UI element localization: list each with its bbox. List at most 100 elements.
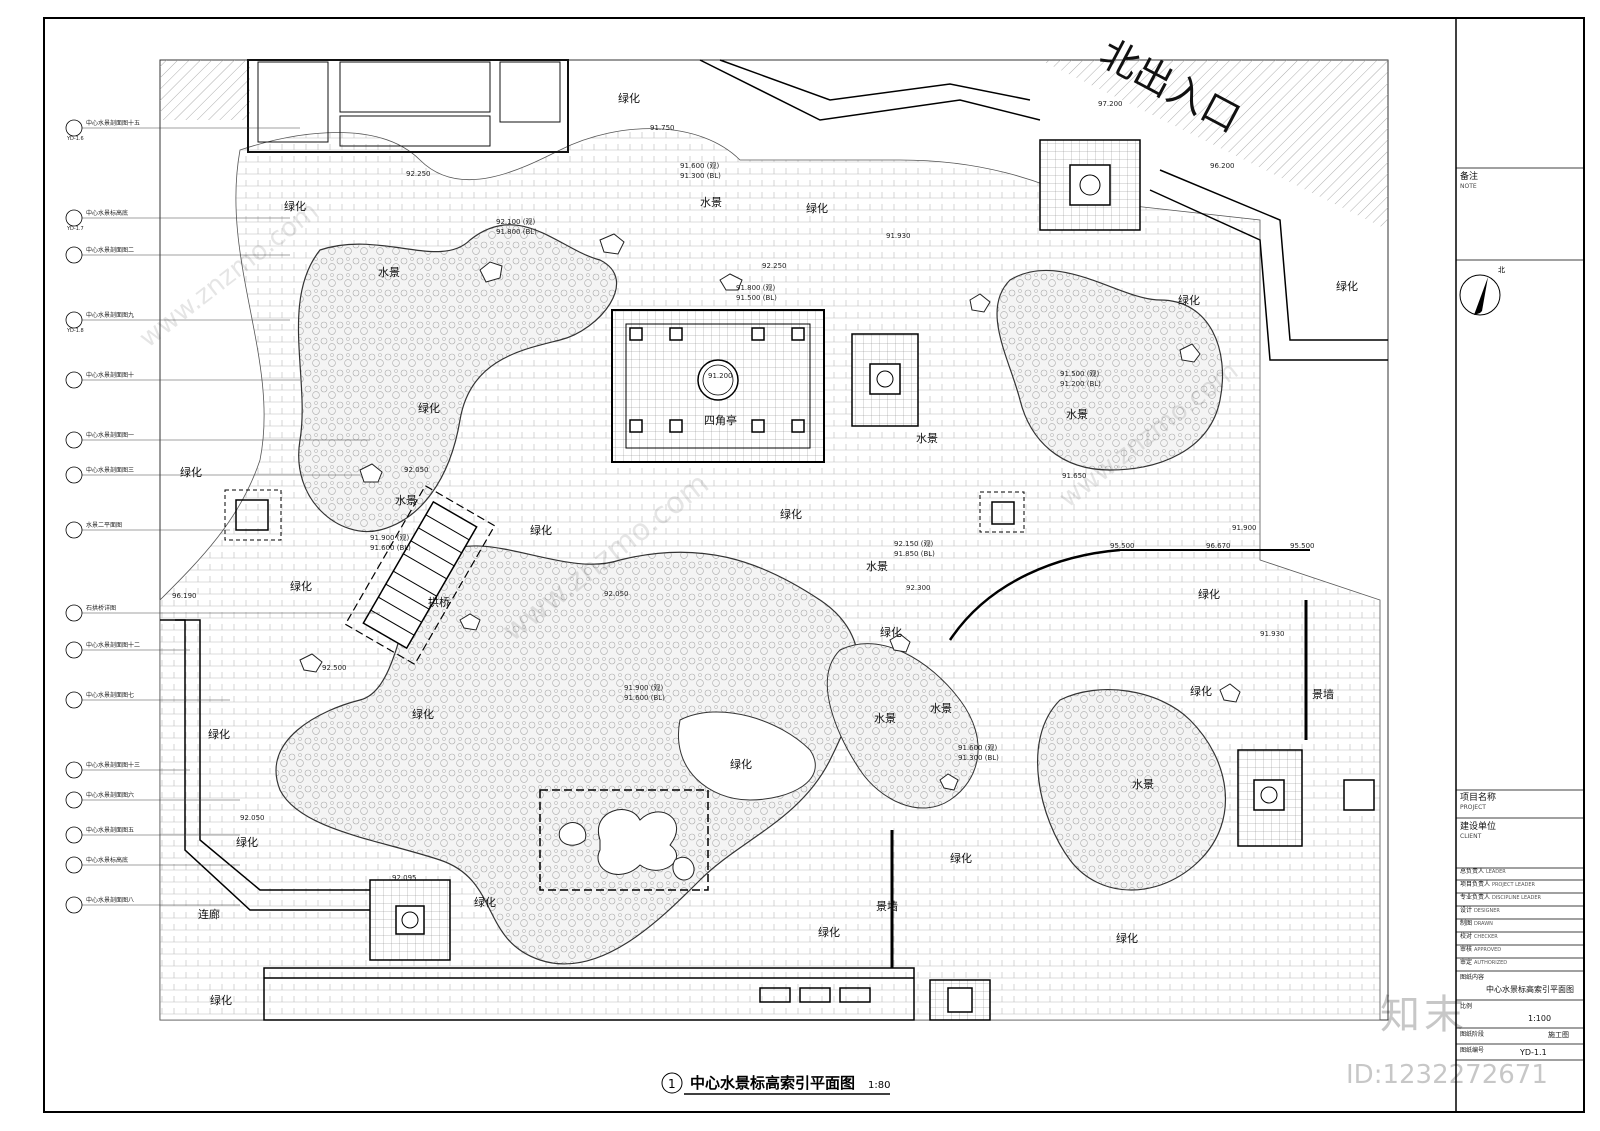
label-water: 水景 (866, 560, 888, 573)
index-callout: 中心水景标高底 (86, 209, 128, 217)
elevation: 92.095 (392, 874, 417, 882)
elevation: 92.150 (观) (894, 540, 933, 548)
index-callout: 中心水景剖面图十五 (86, 119, 140, 127)
water-feature-se (1037, 689, 1227, 891)
kiosk-east (851, 333, 919, 427)
hatch-zone-ne (1040, 60, 1388, 230)
elevation: 91.600 (观) (958, 744, 997, 752)
label-bridge: 拱桥 (428, 595, 450, 609)
tb-sheet-label: 图纸编号 (1460, 1047, 1485, 1054)
tb-client: 建设单位 CLIENT (1460, 822, 1496, 842)
tb-row-en: APPROVED (1473, 947, 1502, 953)
tb-row: 审核 APPROVED (1460, 947, 1502, 954)
west-corridor (160, 619, 370, 911)
elevation: 91.500 (观) (1060, 370, 1099, 378)
title-scale: 1:80 (868, 1080, 890, 1091)
north-road (699, 59, 1388, 361)
watermark-brand: 知末 (1380, 992, 1468, 1038)
callout-code: YD-1.6 (66, 136, 84, 142)
tb-row-cn: 项目负责人 (1460, 881, 1491, 888)
peony-carving (558, 809, 695, 881)
elevation: 91.600 (观) (680, 162, 719, 170)
tb-row-cn: 设计 (1460, 907, 1473, 914)
callout-code: YD-1.8 (66, 328, 84, 334)
label-water: 水景 (1066, 408, 1088, 421)
title-block-lines (1456, 167, 1584, 1061)
index-callout: 中心水景剖面图七 (86, 691, 134, 699)
label-greenery: 绿化 (818, 925, 840, 939)
title-number: 1 (668, 1077, 676, 1091)
elevation: 91.600 (BL) (370, 544, 411, 552)
elevation: 92.100 (观) (496, 218, 535, 226)
elevation: 91.750 (650, 124, 675, 132)
label-water: 水景 (700, 196, 722, 209)
tb-stage-label: 图纸阶段 (1460, 1031, 1485, 1038)
elevation: 96.670 (1206, 542, 1231, 550)
watermark-id: ID:1232272671 (1346, 1060, 1548, 1090)
label-greenery: 绿化 (180, 465, 202, 479)
tb-row-en: DRAWN (1473, 921, 1493, 927)
elevation: 91.900 (观) (370, 534, 409, 542)
tb-project-en: PROJECT (1460, 804, 1486, 811)
index-callout-codes: YD-1.6 YD-1.7 YD-1.8 (66, 136, 84, 334)
elevation-labels: 92.250 91.600 (观) 91.300 (BL) 91.750 92.… (172, 100, 1315, 882)
water-feature-mid-east (826, 643, 979, 809)
tb-row: 专业负责人 DISCIPLINE LEADER (1460, 894, 1542, 902)
tb-project: 项目名称 PROJECT (1460, 793, 1496, 813)
tb-row: 总负责人 LEADER (1460, 869, 1506, 876)
elevation: 91.900 (1232, 524, 1257, 532)
kiosk-south-west (369, 879, 451, 961)
rockery (299, 233, 1241, 791)
index-callout: 中心水景剖面图八 (86, 896, 134, 904)
label-greenery: 绿化 (618, 91, 640, 105)
pavilion-sijiao (611, 309, 825, 463)
building-bottom (263, 967, 915, 1021)
elevation: 92.050 (604, 590, 629, 598)
elevation: 95.500 (1290, 542, 1315, 550)
tb-row-cn: 专业负责人 (1460, 894, 1491, 901)
label-scenic-wall-east: 景墙 (1312, 687, 1334, 701)
elevation: 91.300 (BL) (958, 754, 999, 762)
sheet-border (43, 17, 1585, 1113)
label-water: 水景 (930, 702, 952, 715)
label-greenery: 绿化 (1198, 587, 1220, 601)
elevation: 91.850 (BL) (894, 550, 935, 558)
label-greenery: 绿化 (1116, 931, 1138, 945)
tb-note-label: 备注 (1460, 172, 1479, 182)
tb-row-en: DISCIPLINE LEADER (1491, 895, 1542, 901)
tb-drawing-label: 图纸内容 (1460, 974, 1485, 981)
index-callout: 中心水景剖面图五 (86, 826, 134, 834)
label-corridor: 连廊 (198, 907, 220, 921)
label-greenery: 绿化 (236, 835, 258, 849)
tb-row: 项目负责人 PROJECT LEADER (1460, 881, 1535, 889)
index-callout: 中心水景剖面图一 (86, 431, 134, 439)
planter-east (979, 491, 1025, 533)
tb-row-en: CHECKER (1473, 934, 1498, 940)
tb-row-en: AUTHORIZED (1473, 960, 1508, 966)
label-greenery: 绿化 (730, 757, 752, 771)
label-greenery: 绿化 (1190, 684, 1212, 698)
water-feature-west (297, 224, 618, 533)
elevation: 97.200 (1098, 100, 1123, 108)
elevation: 91.300 (BL) (680, 172, 721, 180)
hatch-zone (160, 60, 250, 120)
label-greenery: 绿化 (290, 579, 312, 593)
elevation: 91.600 (BL) (624, 694, 665, 702)
index-callout: 石拱桥详图 (86, 604, 116, 612)
tb-row-cn: 制图 (1460, 920, 1473, 927)
label-greenery: 绿化 (284, 199, 306, 213)
tb-row-en: LEADER (1485, 869, 1506, 875)
label-scenic-wall: 景墙 (876, 899, 898, 913)
index-callout: 中心水景剖面图十 (86, 371, 134, 379)
tb-stage: 施工图 (1548, 1031, 1569, 1039)
north-label: 北 (1498, 266, 1505, 274)
elevation: 92.050 (240, 814, 265, 822)
label-greenery: 绿化 (210, 993, 232, 1007)
building-top-left (247, 59, 569, 153)
elevation: 91.500 (BL) (736, 294, 777, 302)
tb-row: 制图 DRAWN (1460, 920, 1493, 928)
label-greenery: 绿化 (474, 895, 496, 909)
index-callout: 中心水景剖面图十三 (86, 761, 140, 769)
elevation: 92.300 (906, 584, 931, 592)
